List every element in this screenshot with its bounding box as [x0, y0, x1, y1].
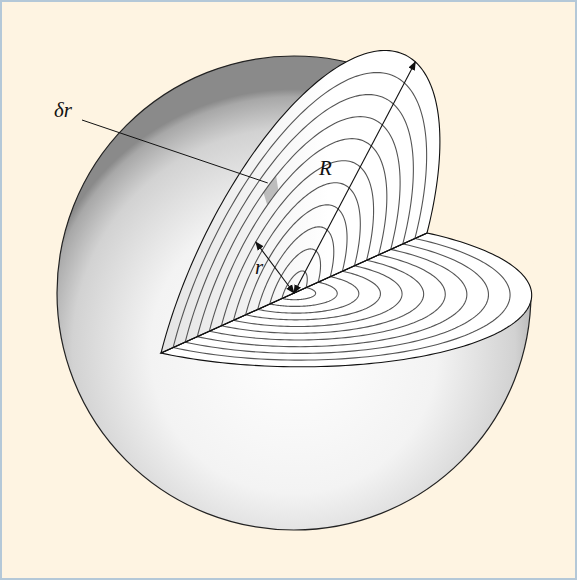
- dimension-label: δr: [54, 100, 72, 121]
- cut-edge: [161, 233, 427, 353]
- radius-arrow: [294, 62, 415, 293]
- radius-arrow: [256, 242, 294, 293]
- dimension-label: r: [255, 257, 263, 278]
- dimension-label: R: [319, 158, 332, 179]
- leader-line: [82, 120, 268, 183]
- vertical-face: [161, 50, 440, 353]
